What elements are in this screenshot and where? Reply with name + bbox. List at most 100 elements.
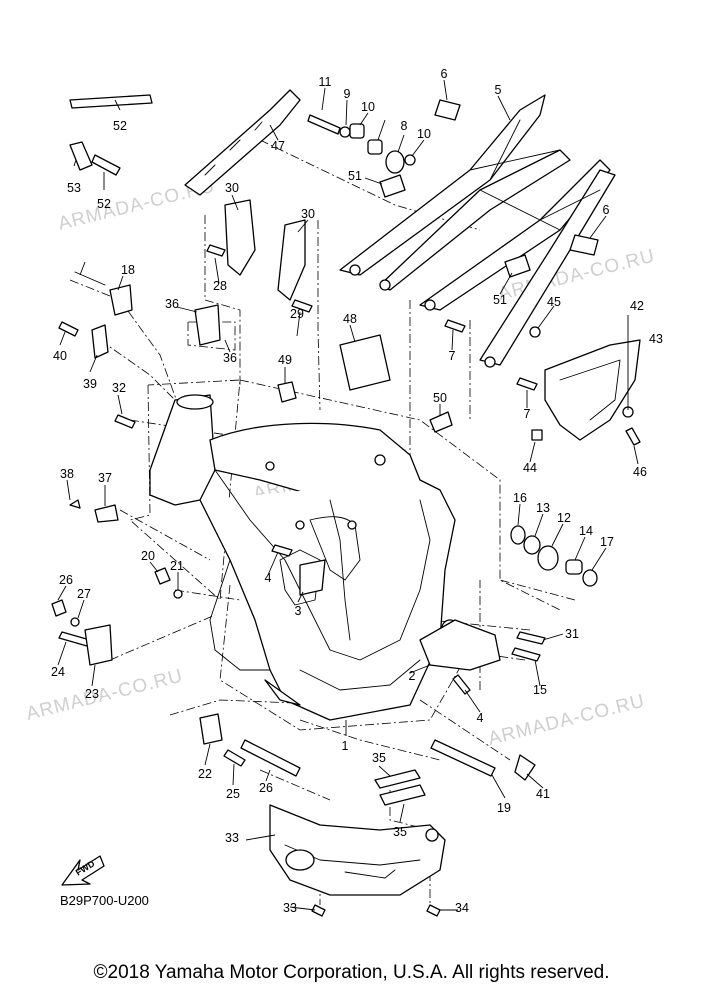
callout-number: 47 <box>271 139 285 153</box>
callout-number: 34 <box>455 901 469 915</box>
callout-number: 25 <box>226 787 240 801</box>
callout-number: 37 <box>98 471 112 485</box>
part-43 <box>514 754 536 781</box>
callout-number: 51 <box>348 169 362 183</box>
callout-number: 7 <box>449 349 456 363</box>
rear-subframe <box>339 94 616 368</box>
callout-number: 39 <box>83 377 97 391</box>
callout-number: 43 <box>649 332 663 346</box>
callout-number: 52 <box>97 197 111 211</box>
callout-number: 28 <box>213 279 227 293</box>
callout-number: 10 <box>417 127 431 141</box>
callout-number: 51 <box>493 293 507 307</box>
bracket-31 <box>277 219 306 301</box>
callouts: 1234456677891010111213141516171819202122… <box>51 67 663 915</box>
callout-number: 15 <box>533 683 547 697</box>
callout-number: 8 <box>401 119 408 133</box>
callout-number: 26 <box>59 573 73 587</box>
callout-number: 12 <box>557 511 571 525</box>
callout-number: 13 <box>536 501 550 515</box>
fwd-arrow: FWD <box>61 855 105 886</box>
callout-number: 17 <box>600 535 614 549</box>
callout-number: 10 <box>361 100 375 114</box>
bracket-3 <box>299 559 326 596</box>
callout-number: 24 <box>51 665 65 679</box>
callout-number: 14 <box>579 524 593 538</box>
rear-bracket <box>544 339 641 441</box>
callout-number: 36 <box>223 351 237 365</box>
callout-number: 18 <box>121 263 135 277</box>
callout-number: 6 <box>603 203 610 217</box>
tool-53 <box>69 94 153 109</box>
callout-number: 42 <box>630 299 644 313</box>
clamp-51b <box>429 411 453 433</box>
skid-plate <box>269 804 446 896</box>
callout-number: 50 <box>433 391 447 405</box>
callout-number: 2 <box>409 669 416 683</box>
callout-number: 23 <box>85 687 99 701</box>
callout-number: 49 <box>278 353 292 367</box>
callout-number: 22 <box>198 767 212 781</box>
callout-number: 4 <box>265 571 272 585</box>
callout-number: 46 <box>633 465 647 479</box>
callout-number: 6 <box>441 67 448 81</box>
callout-number: 33 <box>225 831 239 845</box>
callout-number: 4 <box>477 711 484 725</box>
callout-number: 53 <box>67 181 81 195</box>
callout-number: 30 <box>301 207 315 221</box>
bracket-41 <box>91 324 109 359</box>
drawing-code: B29P700-U200 <box>60 893 149 908</box>
part-6b <box>569 234 599 256</box>
callout-number: 27 <box>77 587 91 601</box>
main-frame <box>149 394 501 721</box>
callout-number: 3 <box>295 604 302 618</box>
callout-number: 9 <box>344 87 351 101</box>
bolt-21 <box>430 739 496 777</box>
clamp-52a <box>379 174 406 198</box>
callout-number: 11 <box>319 75 332 89</box>
callout-number: 48 <box>343 312 357 326</box>
part-6a <box>434 99 461 121</box>
leader-lines <box>57 79 639 911</box>
bolt-12 <box>307 114 341 135</box>
copyright-notice: ©2018 Yamaha Motor Corporation, U.S.A. A… <box>93 962 610 983</box>
callout-number: 38 <box>60 467 74 481</box>
callout-number: 5 <box>495 83 502 97</box>
chain-guide <box>184 89 301 196</box>
small-parts <box>51 94 641 917</box>
part-39 <box>94 504 119 523</box>
bracket-25 <box>84 624 113 666</box>
callout-number: 35 <box>372 751 386 765</box>
callout-number: 19 <box>497 801 511 815</box>
callout-number: 1 <box>342 739 349 753</box>
callout-number: 29 <box>290 307 304 321</box>
callout-number: 44 <box>523 461 537 475</box>
callout-number: 40 <box>53 349 67 363</box>
bracket-50 <box>339 334 391 391</box>
part-55 <box>69 141 93 171</box>
callout-number: 35 <box>393 825 407 839</box>
pads <box>374 769 426 806</box>
watermark: ARMADA-CO.RU <box>24 666 185 725</box>
bracket-19 <box>109 284 133 316</box>
bracket-32 <box>224 199 256 276</box>
callout-number: 33 <box>283 901 297 915</box>
callout-number: 30 <box>225 181 239 195</box>
callout-number: 21 <box>170 559 184 573</box>
callout-number: 16 <box>513 491 527 505</box>
callout-number: 45 <box>547 295 561 309</box>
callout-number: 52 <box>113 119 127 133</box>
callout-number: 7 <box>524 407 531 421</box>
clamp-51a <box>277 381 297 403</box>
bracket-37 <box>194 304 221 346</box>
callout-number: 31 <box>565 627 579 641</box>
part-54 <box>91 154 121 176</box>
callout-number: 32 <box>112 381 126 395</box>
clamp-52b <box>504 254 531 278</box>
bracket-24 <box>199 713 223 745</box>
watermark: ARMADA-CO.RU <box>486 691 647 750</box>
callout-number: 36 <box>165 297 179 311</box>
bolt-27 <box>240 739 301 777</box>
callout-number: 20 <box>141 549 155 563</box>
